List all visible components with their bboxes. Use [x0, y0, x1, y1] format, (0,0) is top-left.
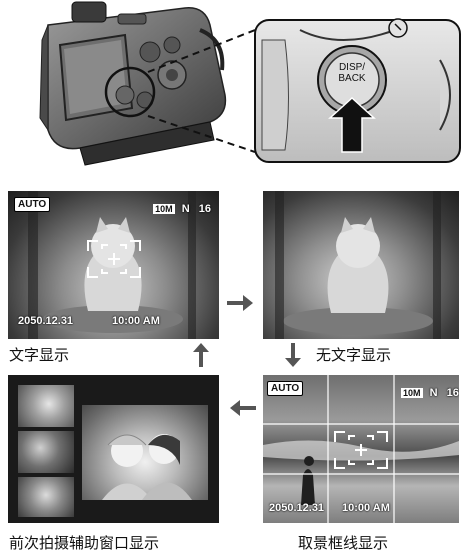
- mode-badge: AUTO: [267, 381, 304, 396]
- frame-count: 16: [198, 203, 211, 215]
- caption-text-display: 文字显示: [9, 346, 70, 364]
- quality-indicator: N: [429, 387, 438, 399]
- disp-back-button-label: DISP/ BACK: [338, 62, 366, 84]
- date-stamp: 2050.12.31: [269, 502, 325, 514]
- focus-frame-icon: [334, 431, 388, 469]
- time-stamp: 10:00 AM: [112, 315, 160, 327]
- focus-frame-icon: [87, 240, 141, 278]
- image-size-badge: 10M: [401, 388, 423, 398]
- press-arrow-icon: [328, 96, 376, 153]
- time-stamp: 10:00 AM: [342, 502, 390, 514]
- screen-no-text-display: [263, 191, 459, 339]
- screen-text-display: AUTO 10M N 16 2050.12.31 10:00 AM: [8, 191, 219, 339]
- cat-figurine: [275, 191, 441, 339]
- thumbnail-2: [18, 431, 74, 473]
- mode-badge: AUTO: [14, 197, 51, 212]
- thumbnail-3: [18, 477, 74, 517]
- image-size-badge: 10M: [153, 204, 175, 214]
- image-info: 10M N 16: [153, 197, 211, 216]
- screen-framing-guide: AUTO 10M N 16 2050.12.31 10:00 AM: [263, 375, 459, 523]
- quality-indicator: N: [181, 203, 190, 215]
- screen-previous-shot-assist: [8, 375, 219, 523]
- caption-no-text-display: 无文字显示: [316, 346, 392, 364]
- thumbnail-1: [18, 385, 74, 427]
- camera-illustration: [39, 1, 461, 166]
- flow-arrow-icon: [193, 343, 209, 367]
- flow-arrow-icon: [227, 295, 253, 311]
- flow-arrow-icon: [285, 343, 301, 367]
- caption-framing-guide: 取景框线显示: [298, 534, 389, 552]
- live-view-photo: [82, 405, 208, 500]
- caption-previous-shot-assist: 前次拍摄辅助窗口显示: [9, 534, 160, 552]
- date-stamp: 2050.12.31: [18, 315, 74, 327]
- framing-grid: [263, 375, 459, 523]
- cat-figurine: [28, 191, 196, 339]
- flow-arrow-icon: [230, 400, 256, 416]
- image-info: 10M N 16: [401, 381, 459, 400]
- frame-count: 16: [446, 387, 459, 399]
